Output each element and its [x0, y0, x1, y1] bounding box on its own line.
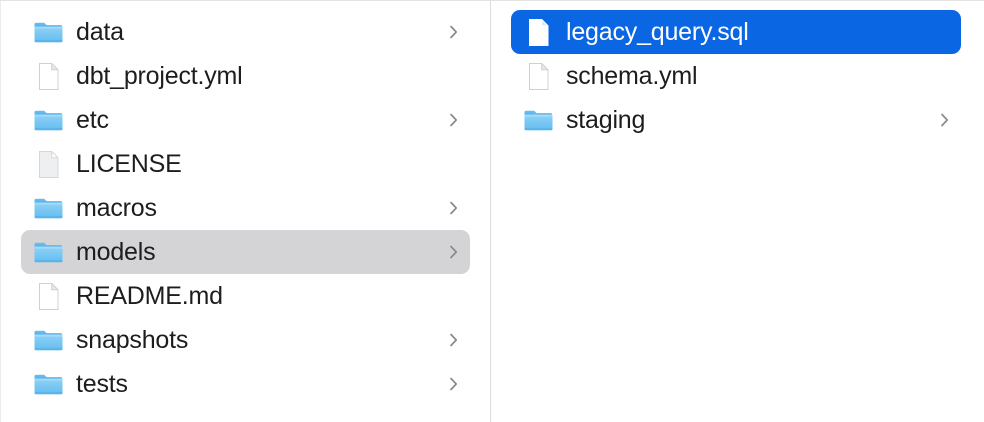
folder-icon [33, 17, 64, 48]
list-item[interactable]: staging [511, 98, 961, 142]
chevron-right-icon[interactable] [448, 199, 460, 217]
chevron-right-icon[interactable] [448, 375, 460, 393]
list-item[interactable]: README.md [21, 274, 470, 318]
list-item[interactable]: dbt_project.yml [21, 54, 470, 98]
list-item[interactable]: tests [21, 362, 470, 406]
list-item-label: etc [76, 106, 109, 134]
list-item[interactable]: legacy_query.sql [511, 10, 961, 54]
list-item-label: dbt_project.yml [76, 62, 243, 90]
folder-icon [33, 369, 64, 400]
list-item-label: README.md [76, 282, 223, 310]
list-item-label: legacy_query.sql [566, 18, 749, 46]
list-item[interactable]: schema.yml [511, 54, 961, 98]
list-item-label: staging [566, 106, 646, 134]
chevron-right-icon[interactable] [448, 331, 460, 349]
document-icon [523, 17, 554, 48]
chevron-right-icon[interactable] [448, 243, 460, 261]
list-item[interactable]: snapshots [21, 318, 470, 362]
chevron-right-icon[interactable] [448, 111, 460, 129]
list-item-label: LICENSE [76, 150, 182, 178]
document-icon [523, 61, 554, 92]
folder-icon [33, 237, 64, 268]
list-item[interactable]: etc [21, 98, 470, 142]
chevron-right-icon[interactable] [448, 23, 460, 41]
list-item-label: macros [76, 194, 157, 222]
list-item-label: models [76, 238, 156, 266]
list-item-label: data [76, 18, 124, 46]
list-item-label: tests [76, 370, 128, 398]
document-icon [33, 281, 64, 312]
folder-icon [33, 105, 64, 136]
list-item-label: schema.yml [566, 62, 698, 90]
list-item-label: snapshots [76, 326, 189, 354]
list-item[interactable]: models [21, 230, 470, 274]
list-item[interactable]: data [21, 10, 470, 54]
list-item[interactable]: LICENSE [21, 142, 470, 186]
child-column[interactable]: legacy_query.sql schema.yml staging [491, 1, 984, 422]
chevron-right-icon[interactable] [939, 111, 951, 129]
window-left-edge [0, 1, 1, 422]
folder-icon [523, 105, 554, 136]
document-icon [33, 61, 64, 92]
folder-icon [33, 193, 64, 224]
list-item[interactable]: macros [21, 186, 470, 230]
folder-icon [33, 325, 64, 356]
generic-file-icon [33, 149, 64, 180]
